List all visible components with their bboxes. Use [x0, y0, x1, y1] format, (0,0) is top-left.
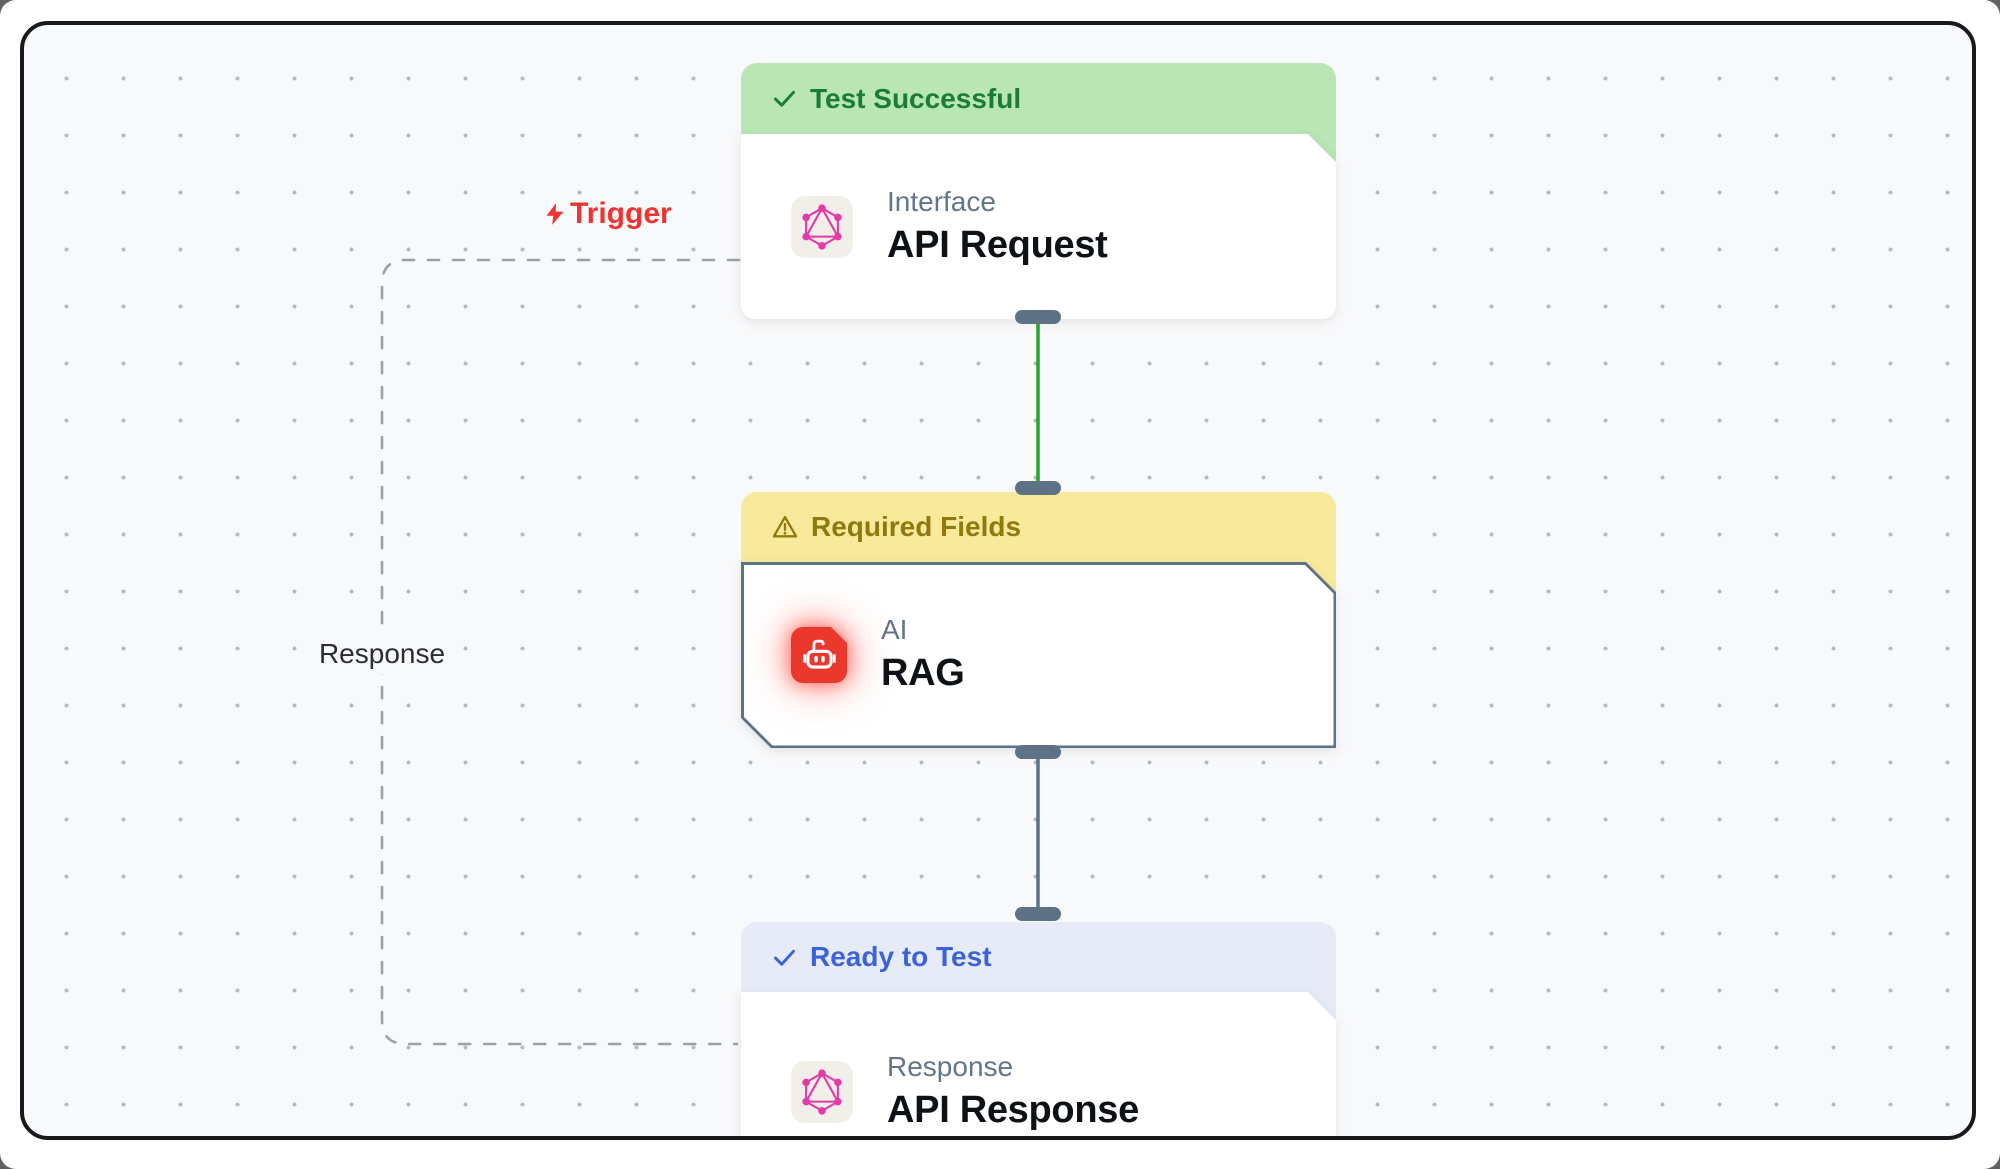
trigger-label-text: Trigger: [570, 197, 672, 230]
status-badge: Test Successful: [810, 82, 1022, 114]
node-category: AI: [881, 614, 908, 646]
node-title: RAG: [881, 652, 965, 694]
warning-icon: [772, 515, 798, 538]
handle-api-response-in[interactable]: [1015, 907, 1061, 921]
node-body-selected-border[interactable]: AI RAG: [741, 562, 1336, 748]
node-api-request[interactable]: Test Successful: [741, 63, 1336, 319]
graphql-icon: [802, 1069, 842, 1115]
node-rag[interactable]: Required Fields: [741, 492, 1336, 748]
response-loop-edge[interactable]: [380, 258, 741, 1046]
node-body[interactable]: Interface API Request: [741, 134, 1336, 319]
check-icon: [774, 90, 795, 107]
robot-icon: [791, 627, 847, 683]
handle-api-request-out[interactable]: [1015, 310, 1061, 324]
node-category: Interface: [887, 185, 996, 217]
edges-layer: [380, 258, 1040, 1046]
node-title: API Request: [887, 223, 1108, 266]
check-icon: [774, 949, 795, 966]
response-label-text: Response: [318, 638, 446, 669]
trigger-label: Trigger: [542, 197, 672, 231]
handle-rag-in[interactable]: [1015, 481, 1061, 495]
handle-rag-out[interactable]: [1015, 745, 1061, 759]
status-badge: Required Fields: [811, 511, 1022, 542]
node-icon-tile: [791, 1061, 853, 1123]
node-category: Response: [887, 1051, 1014, 1083]
node-body[interactable]: Response API Response: [741, 992, 1336, 1136]
response-label: Response: [308, 634, 456, 674]
workflow-canvas[interactable]: Trigger Response Test Successful: [20, 21, 1976, 1140]
status-badge: Ready to Test: [810, 941, 992, 972]
graphql-icon: [802, 203, 842, 250]
node-icon-tile: [791, 195, 853, 258]
node-api-response[interactable]: Ready to Test: [741, 922, 1336, 1136]
node-title: API Response: [887, 1089, 1139, 1131]
lightning-icon: [546, 203, 564, 225]
